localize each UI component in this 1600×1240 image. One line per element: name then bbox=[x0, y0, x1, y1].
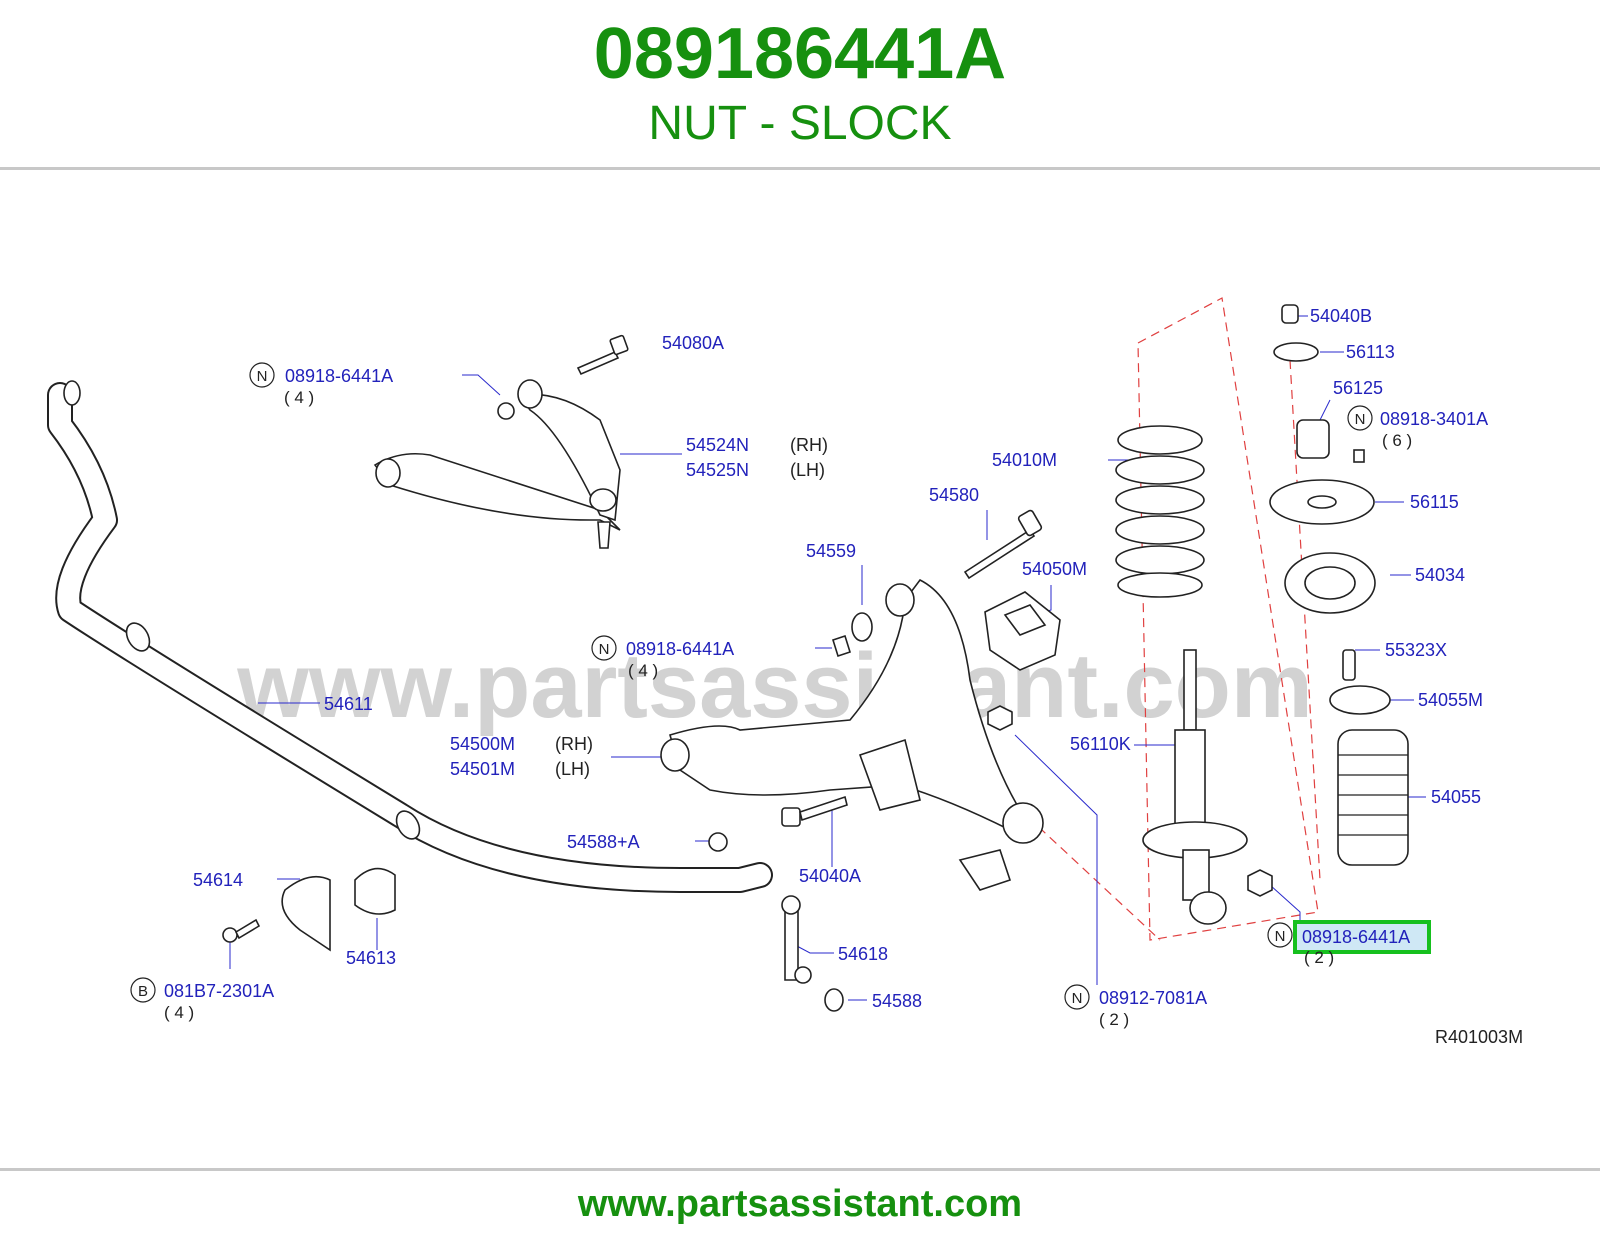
label-quantity: ( 4 ) bbox=[164, 1003, 194, 1022]
label-quantity: ( 2 ) bbox=[1304, 948, 1334, 967]
lower-control-arm bbox=[660, 578, 1044, 891]
label-54040A[interactable]: 54040A bbox=[799, 866, 861, 886]
part-number-title: 089186441A bbox=[593, 14, 1007, 94]
stabilizer-bar bbox=[47, 380, 773, 893]
page-header: 089186441A NUT - SLOCK bbox=[0, 0, 1600, 168]
label-part-number: 08912-7081A bbox=[1099, 988, 1207, 1008]
nut-08918-3401A bbox=[1353, 449, 1365, 463]
bolt-badge-icon bbox=[130, 977, 156, 1003]
nut-badge-icon bbox=[1064, 984, 1090, 1010]
label-side-lh: (LH) bbox=[555, 759, 590, 779]
callout-08912-7081A[interactable]: N 08912-7081A ( 2 ) bbox=[1064, 984, 1207, 1029]
label-54501M[interactable]: 54501M bbox=[450, 759, 515, 779]
badge-letter: N bbox=[1355, 411, 1366, 428]
nut-badge-icon bbox=[591, 635, 617, 661]
upper-arm-bolt bbox=[576, 334, 629, 376]
label-side-rh: (RH) bbox=[555, 734, 593, 754]
nut-badge-icon bbox=[249, 362, 275, 388]
bolt-54040A bbox=[781, 795, 848, 827]
label-54034[interactable]: 54034 bbox=[1415, 565, 1465, 585]
nut-08918-6441A-lower bbox=[832, 634, 851, 658]
callout-081B7-2301A[interactable]: B 081B7-2301A ( 4 ) bbox=[130, 977, 274, 1022]
label-part-number: 08918-6441A bbox=[1302, 927, 1410, 947]
badge-letter: B bbox=[138, 983, 148, 1000]
label-54524N[interactable]: 54524N bbox=[686, 435, 749, 455]
nut-54588A bbox=[708, 832, 728, 852]
bound-bumper bbox=[984, 591, 1061, 671]
label-54613[interactable]: 54613 bbox=[346, 948, 396, 968]
coil-spring bbox=[1115, 425, 1205, 598]
stabilizer-link bbox=[781, 895, 812, 984]
footer-site-url[interactable]: www.partsassistant.com bbox=[577, 1183, 1023, 1225]
label-quantity: ( 4 ) bbox=[628, 661, 658, 680]
shock-absorber bbox=[1142, 649, 1248, 925]
strut-mount-stack bbox=[1269, 304, 1409, 866]
bumper-55323X bbox=[1342, 649, 1356, 681]
label-54055[interactable]: 54055 bbox=[1431, 787, 1481, 807]
label-56113[interactable]: 56113 bbox=[1346, 342, 1395, 362]
nut-08912-7081A bbox=[987, 705, 1013, 731]
label-54559[interactable]: 54559 bbox=[806, 541, 856, 561]
badge-letter: N bbox=[599, 641, 610, 658]
callout-08918-6441A-highlighted[interactable]: N 08918-6441A ( 2 ) bbox=[1267, 920, 1431, 967]
diagram-reference-code: R401003M bbox=[1435, 1027, 1523, 1047]
boot-54055 bbox=[1337, 729, 1409, 866]
label-54010M[interactable]: 54010M bbox=[992, 450, 1057, 470]
badge-letter: N bbox=[1072, 990, 1083, 1007]
label-54614[interactable]: 54614 bbox=[193, 870, 243, 890]
badge-letter: N bbox=[1275, 928, 1286, 945]
label-54050M[interactable]: 54050M bbox=[1022, 559, 1087, 579]
callout-08918-6441A-lower[interactable]: N 08918-6441A ( 4 ) bbox=[591, 635, 734, 680]
label-54588[interactable]: 54588 bbox=[872, 991, 922, 1011]
label-54611[interactable]: 54611 bbox=[324, 694, 373, 714]
label-quantity: ( 4 ) bbox=[284, 388, 314, 407]
insulator-56125 bbox=[1296, 419, 1330, 459]
lower-arm-bolt bbox=[963, 509, 1043, 580]
highlight-box bbox=[1293, 920, 1431, 954]
label-55323X[interactable]: 55323X bbox=[1385, 640, 1447, 660]
label-side-lh: (LH) bbox=[790, 460, 825, 480]
label-quantity: ( 2 ) bbox=[1099, 1010, 1129, 1029]
clamp-bolt bbox=[222, 918, 261, 943]
upper-control-arm bbox=[373, 379, 621, 549]
label-side-rh: (RH) bbox=[790, 435, 828, 455]
callout-08918-6441A-upper[interactable]: N 08918-6441A ( 4 ) bbox=[249, 362, 393, 407]
header-divider bbox=[0, 167, 1600, 170]
label-54580[interactable]: 54580 bbox=[929, 485, 979, 505]
label-56115[interactable]: 56115 bbox=[1410, 492, 1459, 512]
parts-diagram: www.partsassistant.com bbox=[47, 297, 1523, 1047]
label-54080A[interactable]: 54080A bbox=[662, 333, 724, 353]
washer-54559 bbox=[851, 612, 873, 642]
label-part-number: 08918-6441A bbox=[285, 366, 393, 386]
footer-divider bbox=[0, 1168, 1600, 1171]
label-56110K[interactable]: 56110K bbox=[1070, 734, 1131, 754]
diagram-watermark: www.partsassistant.com bbox=[236, 635, 1312, 737]
stabilizer-clamp bbox=[281, 875, 331, 952]
label-quantity: ( 6 ) bbox=[1382, 431, 1412, 450]
label-54055M[interactable]: 54055M bbox=[1418, 690, 1483, 710]
nut-badge-icon bbox=[1347, 405, 1373, 431]
label-56125[interactable]: 56125 bbox=[1333, 378, 1383, 398]
label-54588A[interactable]: 54588+A bbox=[567, 832, 640, 852]
nut-08918-6441A-strut bbox=[1247, 869, 1273, 897]
washer-56113 bbox=[1273, 342, 1319, 362]
label-54040B[interactable]: 54040B bbox=[1310, 306, 1372, 326]
cap-54040B bbox=[1281, 304, 1299, 324]
label-54618[interactable]: 54618 bbox=[838, 944, 888, 964]
bushing-54588 bbox=[824, 988, 844, 1012]
label-54500M[interactable]: 54500M bbox=[450, 734, 515, 754]
label-part-number: 08918-6441A bbox=[626, 639, 734, 659]
stabilizer-bushing bbox=[354, 867, 396, 915]
nut-badge-icon bbox=[1267, 922, 1293, 948]
label-part-number: 081B7-2301A bbox=[164, 981, 274, 1001]
badge-letter: N bbox=[257, 368, 268, 385]
label-part-number: 08918-3401A bbox=[1380, 409, 1488, 429]
callout-08918-3401A[interactable]: N 08918-3401A ( 6 ) bbox=[1347, 405, 1488, 450]
label-54525N[interactable]: 54525N bbox=[686, 460, 749, 480]
bumper-54055M bbox=[1329, 685, 1391, 715]
part-name-subtitle: NUT - SLOCK bbox=[648, 97, 952, 150]
